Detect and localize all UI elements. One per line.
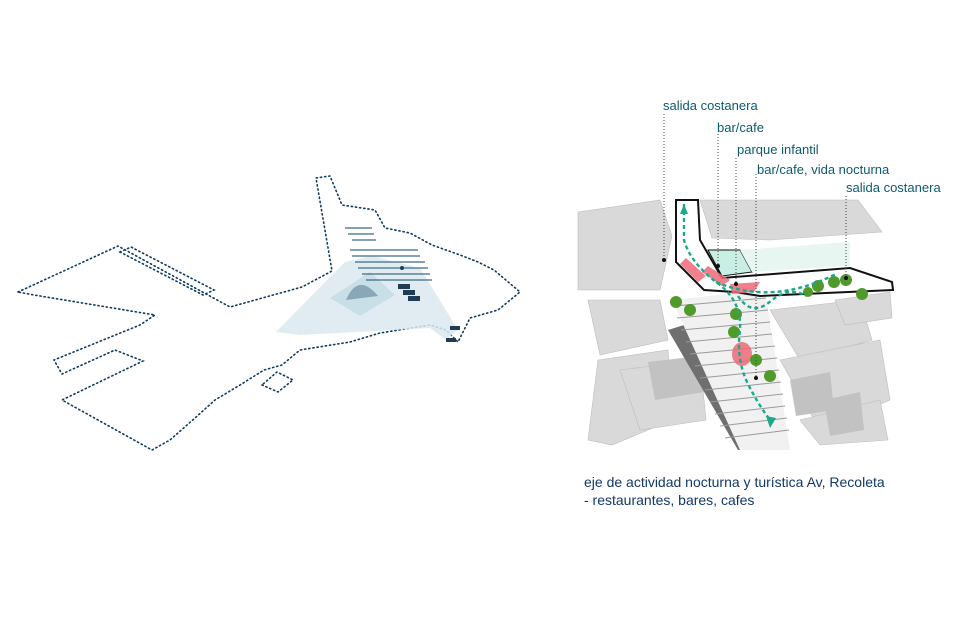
label-salida-costanera-2: salida costanera (846, 181, 941, 195)
label-parque-infantil: parque infantil (737, 143, 819, 157)
label-bar-cafe: bar/cafe (717, 121, 764, 135)
caption-line-2: - restaurantes, bares, cafes (584, 491, 885, 509)
label-bar-cafe-vida-nocturna: bar/cafe, vida nocturna (757, 163, 889, 177)
diagram-caption: eje de actividad nocturna y turística Av… (584, 473, 885, 509)
caption-line-1: eje de actividad nocturna y turística Av… (584, 473, 885, 491)
label-salida-costanera-1: salida costanera (663, 99, 758, 113)
